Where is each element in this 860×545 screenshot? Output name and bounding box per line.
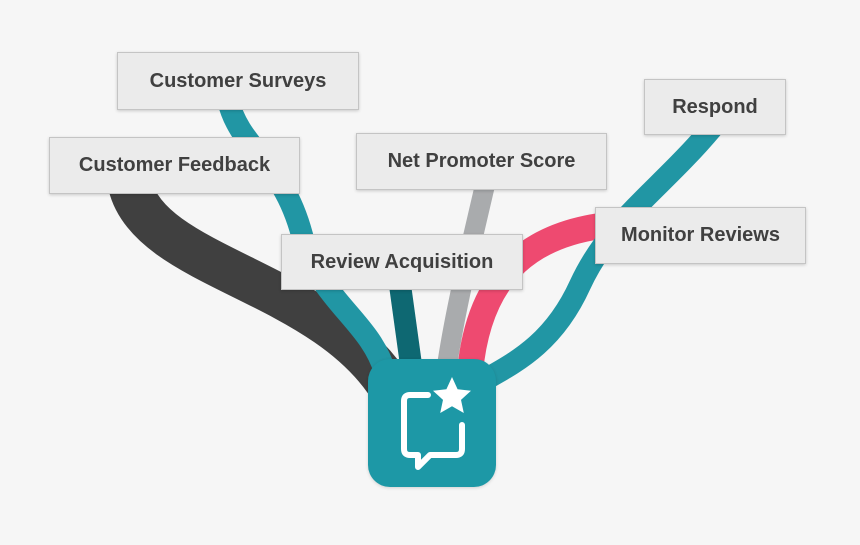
node-label: Customer Surveys <box>149 69 327 92</box>
review-star-chat-icon <box>401 377 471 470</box>
node-label: Respond <box>672 95 758 118</box>
node-label: Monitor Reviews <box>621 224 780 246</box>
node-label: Net Promoter Score <box>387 150 576 172</box>
node-respond: Respond <box>644 79 786 135</box>
node-review-acquisition: Review Acquisition <box>281 234 523 290</box>
flow-customer-feedback <box>108 178 415 407</box>
node-monitor-reviews: Monitor Reviews <box>595 207 806 264</box>
node-label: Review Acquisition <box>310 250 494 273</box>
node-label: Customer Feedback <box>78 154 271 176</box>
flow-review-acquisition <box>389 283 423 374</box>
node-customer-feedback: Customer Feedback <box>49 137 300 194</box>
node-net-promoter-score: Net Promoter Score <box>356 133 607 190</box>
hub-app-icon <box>368 359 496 487</box>
flow-respond <box>482 120 721 388</box>
node-customer-surveys: Customer Surveys <box>117 52 359 110</box>
